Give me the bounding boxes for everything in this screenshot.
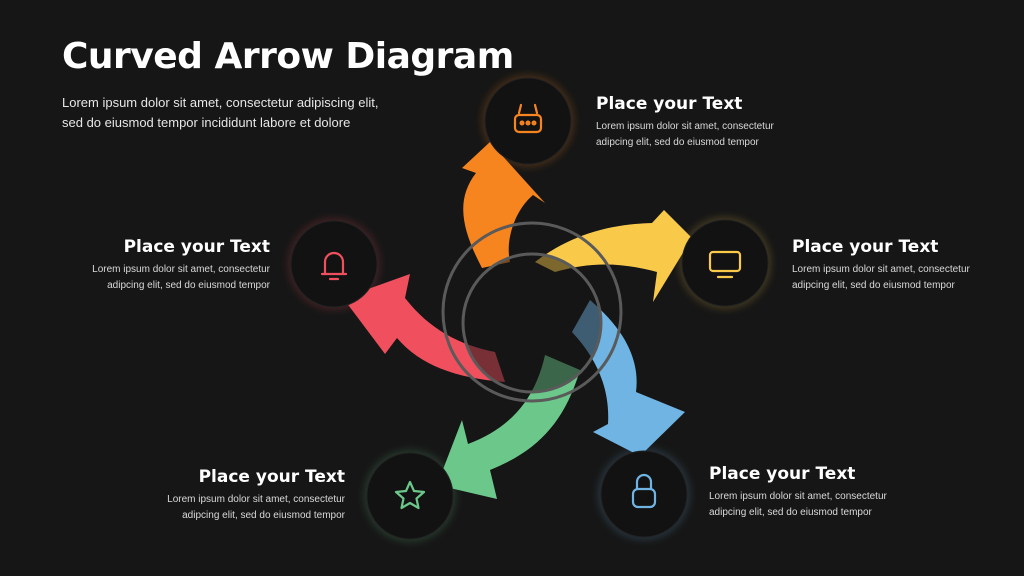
icon-node-star [364,450,456,542]
callout-body-line: Lorem ipsum dolor sit amet, consectetur [596,121,774,132]
icon-node-bell [288,218,380,310]
callout-bottom-left: Place your Text Lorem ipsum dolor sit am… [145,466,345,524]
intro-line-1: Lorem ipsum dolor sit amet, consectetur … [62,95,379,110]
center-ring-inner [461,252,603,394]
callout-body-line: Lorem ipsum dolor sit amet, consectetur [92,264,270,275]
callout-body-line: Lorem ipsum dolor sit amet, consectetur [167,494,345,505]
center-ring-outer [441,221,623,403]
callout-body: Lorem ipsum dolor sit amet, consectetur … [70,262,270,294]
basket-icon [513,103,543,134]
monitor-icon [708,250,742,279]
icon-node-basket [482,75,574,167]
intro-line-2: sed do eiusmod tempor incididunt labore … [62,115,351,130]
callout-heading: Place your Text [709,464,856,484]
star-icon [394,480,426,510]
callout-heading: Place your Text [123,237,270,257]
callout-heading: Place your Text [596,94,743,114]
icon-node-lock [598,448,690,540]
arrow-yellow [535,210,692,302]
callout-right: Place your Text Lorem ipsum dolor sit am… [792,236,992,294]
callout-body: Lorem ipsum dolor sit amet, consectetur … [145,492,345,524]
callout-body: Lorem ipsum dolor sit amet, consectetur … [792,262,992,294]
intro-text: Lorem ipsum dolor sit amet, consectetur … [62,93,402,133]
callout-body-line: adipcing elit, sed do eiusmod tempor [792,280,955,291]
callout-body: Lorem ipsum dolor sit amet, consectetur … [709,489,909,521]
callout-bottom-right: Place your Text Lorem ipsum dolor sit am… [709,463,909,521]
lock-icon [631,473,657,509]
callout-body-line: adipcing elit, sed do eiusmod tempor [709,507,872,518]
callout-body-line: Lorem ipsum dolor sit amet, consectetur [792,264,970,275]
callout-body-line: Lorem ipsum dolor sit amet, consectetur [709,491,887,502]
callout-heading: Place your Text [198,467,345,487]
callout-heading: Place your Text [792,237,939,257]
callout-body-line: adipcing elit, sed do eiusmod tempor [182,510,345,521]
page-title: Curved Arrow Diagram [62,36,514,77]
callout-body-line: adipcing elit, sed do eiusmod tempor [596,137,759,148]
bell-icon [320,251,348,281]
callout-top: Place your Text Lorem ipsum dolor sit am… [596,93,796,151]
callout-body-line: adipcing elit, sed do eiusmod tempor [107,280,270,291]
icon-node-monitor [679,217,771,309]
callout-body: Lorem ipsum dolor sit amet, consectetur … [596,119,796,151]
arrow-red [343,274,505,382]
callout-left: Place your Text Lorem ipsum dolor sit am… [70,236,270,294]
